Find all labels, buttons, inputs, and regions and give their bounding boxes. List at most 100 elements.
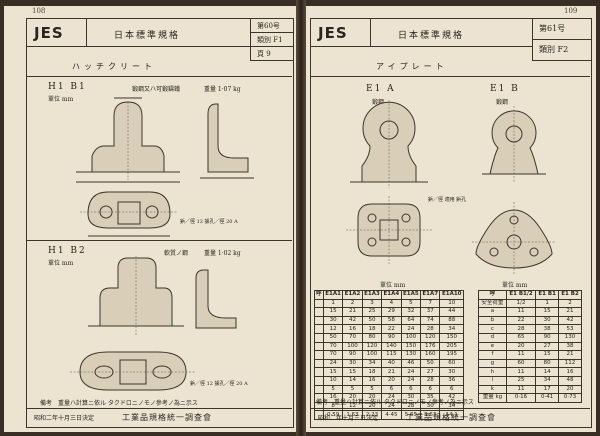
table-cell: 34 [535,375,560,386]
table-cell: 15 [535,350,560,360]
table-cell: 50 [322,332,344,343]
table-cell: 140 [381,341,402,352]
h1b1-side-view [200,103,254,179]
table-cell: 20 [381,375,402,386]
table-cell: 176 [420,341,441,352]
left-header-rule [26,46,250,47]
table-cell: 3 [361,298,383,309]
left-footer-date: 昭和二年十月三日決定 [34,415,95,422]
table-cell [314,358,324,369]
table-cell: 6 [439,384,464,395]
table-cell: h [478,367,507,377]
table-cell: g [478,358,507,369]
table-cell: 24 [322,358,344,369]
table-cell: 28 [505,324,537,334]
table-cell: 18 [361,324,383,334]
table-cell: 100 [361,350,383,360]
table-cell: 80 [361,332,383,343]
left-page-number: 108 [32,7,46,15]
left-jes-mark: JES [34,24,64,42]
table-cell: 15 [322,367,344,377]
table-cell: 70 [322,341,344,352]
e1b-plan-view [472,202,556,274]
table-cell: 130 [400,350,422,360]
table-cell: 6 [381,384,402,395]
right-category: 類別 F2 [539,45,569,54]
table-cell: 30 [439,367,464,377]
table-cell: 14·1 [439,410,464,420]
e1a-front-view [350,100,428,188]
table-cell: 5 [361,384,383,395]
left-mid-rule [26,240,292,241]
table-cell: 2 [558,298,582,309]
table-cell: 90 [535,332,560,343]
table-cell: 1 [322,298,344,309]
table-cell: 18 [361,367,383,377]
right-page-number: 109 [564,7,578,15]
table-cell: 70 [322,350,344,360]
table-cell: 14 [535,367,560,377]
table-cell: 34 [361,358,383,369]
table-cell: E1 B2 [558,290,582,300]
right-figA-material: 鍛鋼 [372,99,385,106]
table-cell: 10 [439,298,464,309]
table-cell: 150 [400,341,422,352]
table-cell: 6 [420,384,441,395]
h1b1-plan-view [80,191,178,237]
left-section1-unit: 單位 mm [48,96,74,103]
table-cell: 21 [558,307,582,317]
left-subject-rule [26,76,292,77]
table-cell: 24 [400,324,422,334]
table-cell: 28 [420,375,441,386]
table-cell: 27 [420,367,441,377]
table-cell: f [478,350,507,360]
right-footer-date: 昭和二年十月三日決定 [318,415,379,422]
left-footer-org: 工業品規格統一調查會 [122,413,212,422]
table-cell [314,315,324,326]
table-cell: 0·16 [505,393,537,403]
left-footer-rule [26,408,292,409]
table-cell: 6 [400,384,422,395]
table-cell: 70 [342,332,363,343]
table-cell: 42 [342,315,363,326]
table-cell: 205 [439,341,464,352]
left-frame [26,18,294,428]
table-cell: 38 [558,341,582,352]
table-cell: 37 [420,307,441,317]
table-cell: 30 [342,358,363,369]
table-cell: E1A1 [322,290,344,300]
table-cell: 120 [361,341,383,352]
table-cell: 11 [505,307,537,317]
e1b-front-view [482,106,546,182]
table-cell: 16 [342,324,363,334]
table-cell: 17 [535,384,560,395]
table-cell: 2 [342,298,363,309]
left-section1-weight: 重量 1·07 kg [204,86,241,93]
table-cell: 5 [400,298,422,309]
table-cell: 21 [558,350,582,360]
right-eyeplate-drawings [346,100,556,274]
table-cell: 15 [535,307,560,317]
right-figB-code: E1 B [490,84,520,94]
table-cell: E1 B1/2 [505,290,537,300]
table-cell: 20 [505,341,537,352]
left-section2-unit: 單位 mm [48,260,74,267]
table-cell: 11 [505,367,537,377]
right-figB-material: 鍛鋼 [496,99,509,106]
table-cell: E1 B1 [535,290,560,300]
table-cell: 34 [439,324,464,334]
table-cell: 5 [342,384,363,395]
table-cell: E1A5 [400,290,422,300]
table-cell: 1 [535,298,560,309]
table-cell: 14 [342,375,363,386]
table-cell: 60 [439,358,464,369]
table-cell: d [478,332,507,343]
table-cell: 30 [535,315,560,326]
left-page-label-cell: 頁 9 [250,46,294,61]
table-cell: 4·45 [381,410,402,420]
